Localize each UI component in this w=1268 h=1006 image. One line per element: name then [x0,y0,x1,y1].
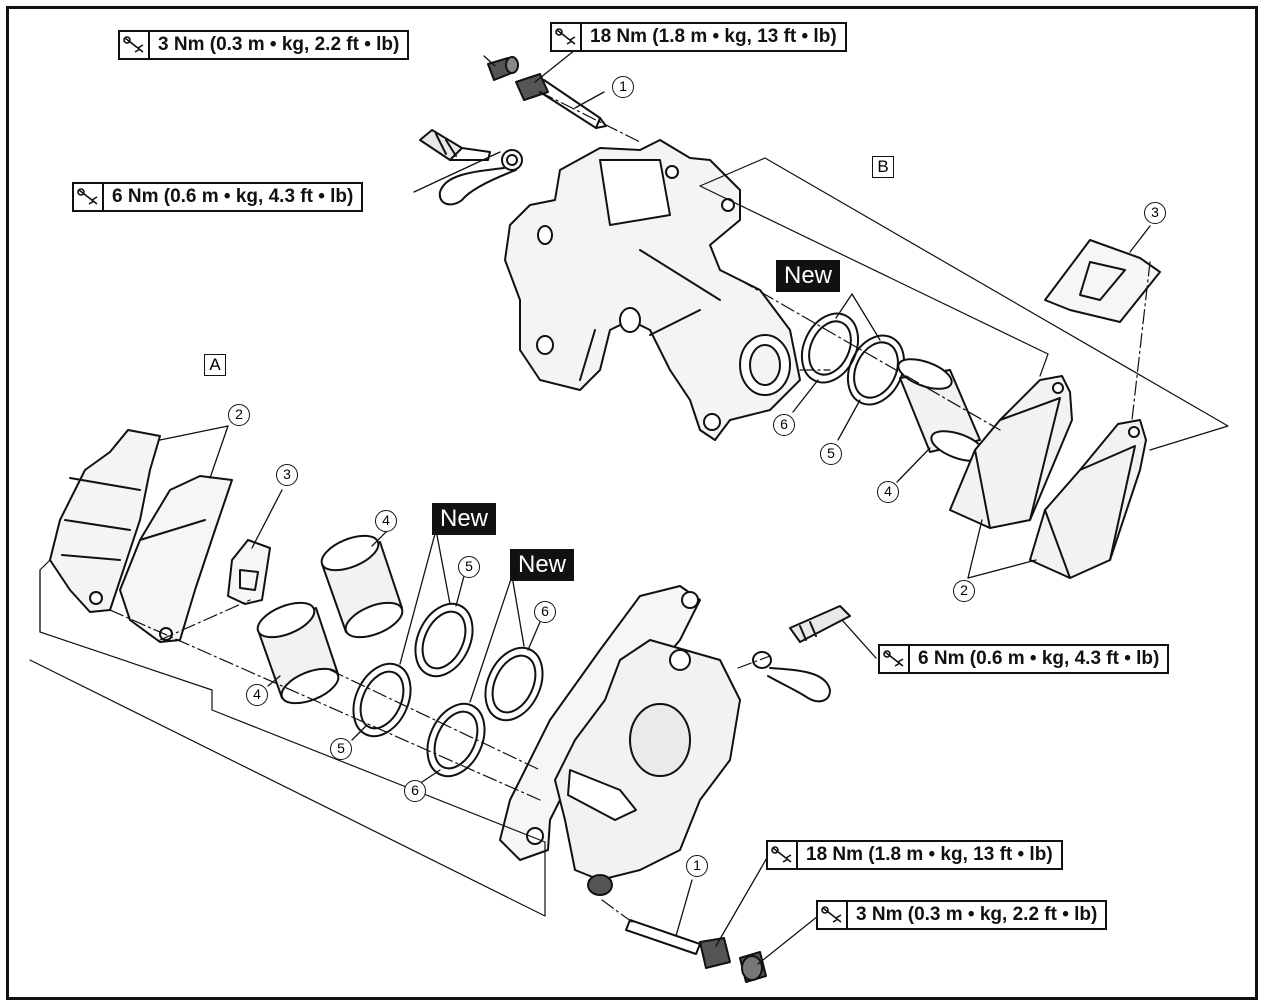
seal-5-a-bottom [352,662,412,738]
torque-wrench-icon [880,646,910,672]
group-outline-a [29,559,546,917]
torque-label-top-pin: 18 Nm (1.8 m • kg, 13 ft • lb) [550,22,847,52]
torque-wrench-icon [818,902,848,928]
torque-label-top-bleed: 6 Nm (0.6 m • kg, 4.3 ft • lb) [72,182,364,212]
group-outline-b [699,157,1229,451]
seal-5-b [846,334,906,406]
callout-a-pin: 1 [686,855,708,877]
pin-cap-b [487,56,519,81]
alignment-lines [109,91,1151,923]
torque-text: 3 Nm (0.3 m • kg, 2.2 ft • lb) [856,904,1098,925]
torque-wrench-icon [120,32,150,58]
torque-text: 6 Nm (0.6 m • kg, 4.3 ft • lb) [918,648,1160,669]
torque-text: 18 Nm (1.8 m • kg, 13 ft • lb) [806,844,1053,865]
callout-a-seal-6-top: 6 [534,601,556,623]
torque-wrench-icon [552,24,582,50]
piston-a-top [320,534,404,639]
bleed-cap-a [752,651,831,703]
caliper-body-b [504,139,801,441]
view-label-a: A [204,354,226,376]
callout-a-seal-5-bottom: 5 [330,738,352,760]
piston-b [897,358,986,462]
seal-6-a-bottom [426,702,486,778]
seal-6-b [800,312,860,384]
seal-6-a-top [484,646,544,722]
torque-label-bottom-bleed: 6 Nm (0.6 m • kg, 4.3 ft • lb) [878,644,1170,674]
callout-a-seal-6-bottom: 6 [404,780,426,802]
pad-spring-a [227,539,271,605]
brake-pad-a-2 [119,475,233,643]
brake-pad-b-2 [1029,419,1147,579]
callout-a-piston-top: 4 [375,510,397,532]
pad-spring-b [1044,239,1161,323]
callout-a-seal-5-top: 5 [458,556,480,578]
bleed-cap-b [438,149,523,206]
pin-bolt-b [515,73,607,129]
callout-b-seal-6: 6 [773,414,795,436]
callout-b-seal-5: 5 [820,443,842,465]
leader-lines [159,49,1151,965]
diagram-frame [6,6,1258,1000]
torque-text: 6 Nm (0.6 m • kg, 4.3 ft • lb) [112,186,354,207]
torque-text: 3 Nm (0.3 m • kg, 2.2 ft • lb) [158,34,400,55]
piston-a-bottom [256,601,340,705]
torque-wrench-icon [74,184,104,210]
callout-a-pads: 2 [228,404,250,426]
seal-5-a-top [414,602,474,678]
callout-b-spring: 3 [1144,202,1166,224]
callout-a-piston-bottom: 4 [246,684,268,706]
callout-b-pin: 1 [612,76,634,98]
new-badge-a-seals-5: New [432,503,497,535]
torque-text: 18 Nm (1.8 m • kg, 13 ft • lb) [590,26,837,47]
brake-pad-a-1 [49,429,161,613]
torque-label-top-cap: 3 Nm (0.3 m • kg, 2.2 ft • lb) [118,30,410,60]
torque-wrench-icon [768,842,798,868]
pin-cap-a [739,951,767,983]
torque-label-bottom-pin: 18 Nm (1.8 m • kg, 13 ft • lb) [766,840,1063,870]
callout-b-pads: 2 [953,580,975,602]
bleed-screw-b [419,129,491,161]
torque-label-bottom-cap: 3 Nm (0.3 m • kg, 2.2 ft • lb) [816,900,1108,930]
callout-a-spring: 3 [276,464,298,486]
view-label-b: B [872,156,894,178]
bleed-screw-a [789,605,851,643]
new-badge-b: New [776,260,841,292]
brake-pad-b-1 [949,375,1073,529]
callout-b-piston: 4 [877,481,899,503]
caliper-body-a [554,639,741,896]
new-badge-a-seals-6: New [510,549,575,581]
